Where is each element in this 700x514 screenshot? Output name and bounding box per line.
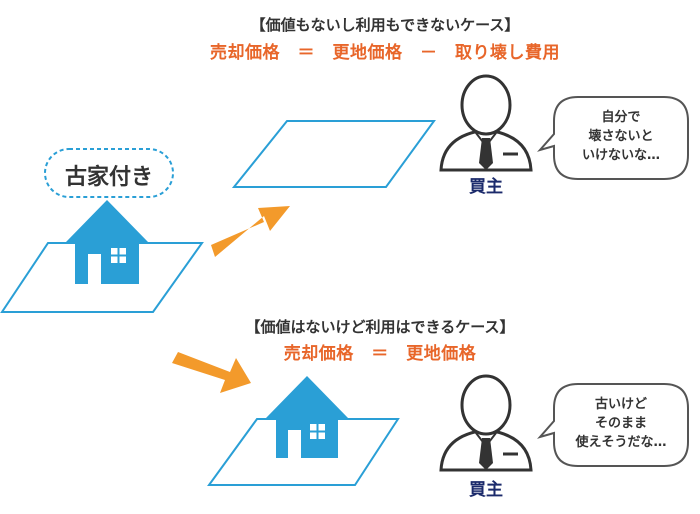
speech-bubble-2 (537, 383, 689, 467)
speech-bubble-1 (537, 96, 689, 180)
case2-title: 【価値はないけど利用はできるケース】 (245, 318, 515, 336)
speech-2-line-2: そのまま (594, 416, 647, 431)
case2-plot-outline (207, 418, 400, 486)
speech-2-line-3: 使えそうだな… (575, 435, 667, 450)
speech-1-line-2: 壊さないと (588, 129, 654, 144)
case1-empty-plot (231, 120, 436, 188)
speech-bubble-1-text: 自分で 壊さないと いけないな… (556, 108, 686, 165)
arrow-to-case2-icon (172, 352, 251, 393)
left-plot-outline (0, 242, 204, 313)
buyer2-businessman-icon (439, 374, 533, 472)
left-house-icon (66, 200, 148, 284)
case2-formula: 売却価格 ＝ 更地価格 (283, 344, 477, 364)
buyer1-businessman-icon (439, 74, 533, 172)
old-house-label: 古家付き (64, 165, 153, 190)
old-house-bubble (44, 148, 174, 198)
case1-formula: 売却価格 ＝ 更地価格 － 取り壊し費用 (210, 43, 560, 63)
buyer2-label: 買主 (469, 480, 503, 500)
speech-1-line-1: 自分で (601, 110, 641, 125)
buyer1-label: 買主 (469, 177, 503, 197)
speech-bubble-2-text: 古いけど そのまま 使えそうだな… (556, 395, 686, 452)
speech-1-line-3: いけないな… (581, 148, 660, 163)
case1-title: 【価値もないし利用もできないケース】 (250, 16, 520, 34)
case2-house-icon (266, 376, 348, 458)
speech-2-line-1: 古いけど (594, 397, 647, 412)
arrow-to-case1-icon (211, 206, 290, 257)
